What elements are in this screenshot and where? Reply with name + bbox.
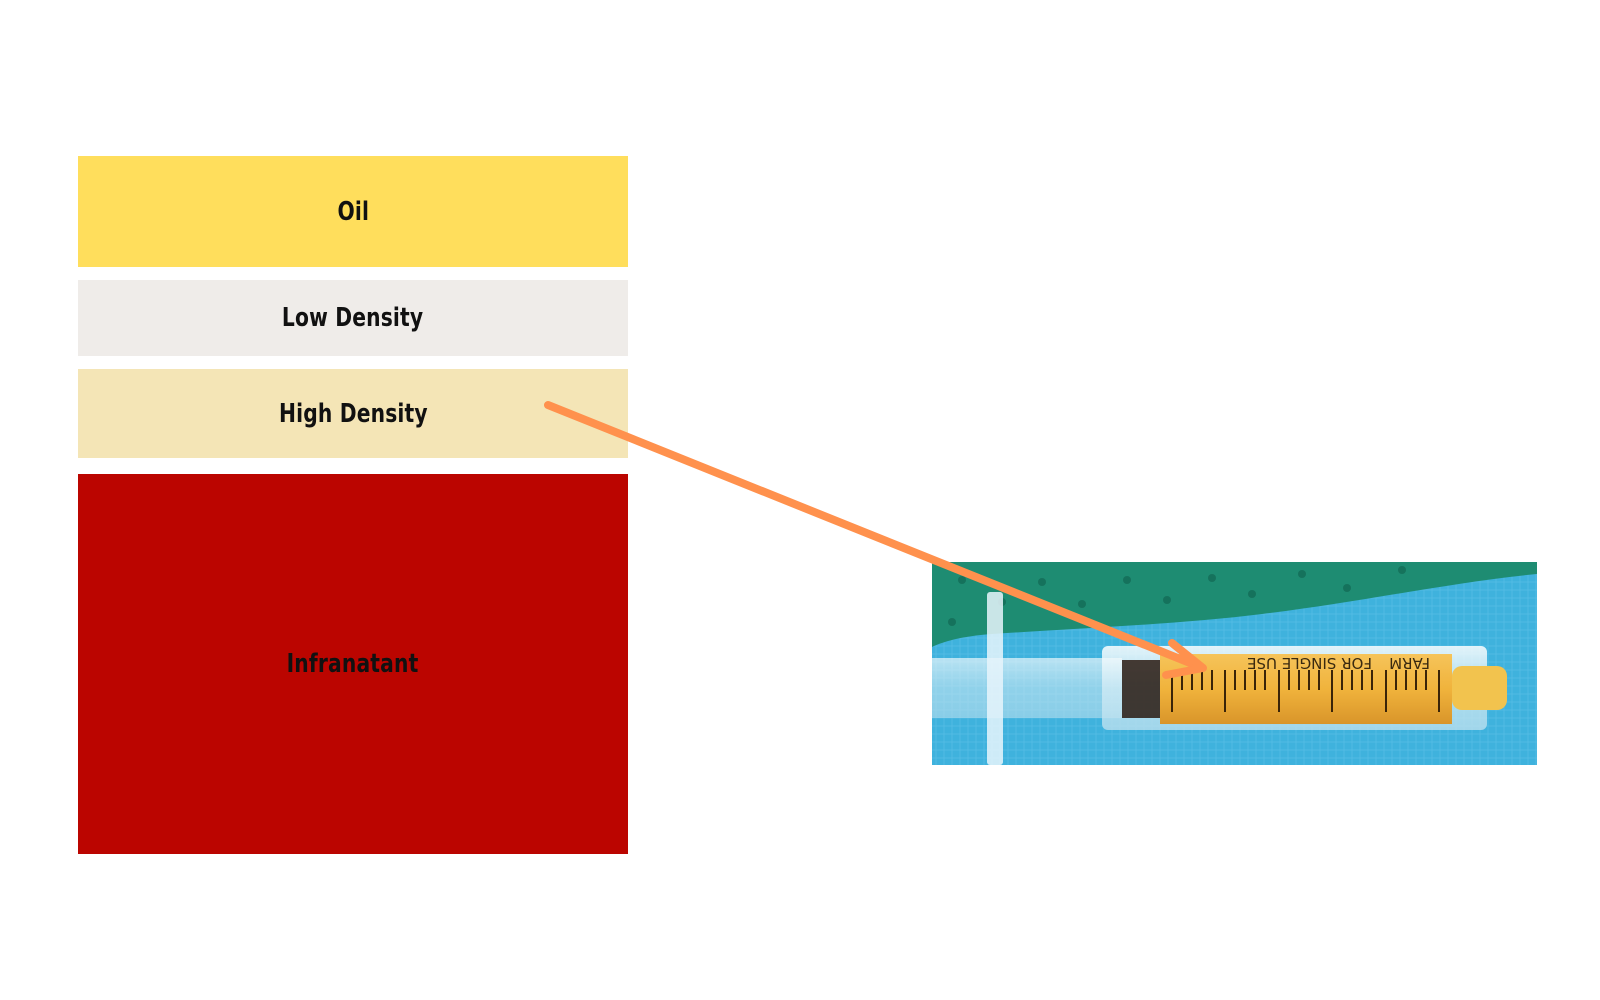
layer-label-high-density: High Density xyxy=(278,398,428,429)
syringe-illustration: FARM FOR SINGLE USE xyxy=(932,562,1537,765)
layer-oil: Oil xyxy=(78,156,628,267)
syringe-tip xyxy=(1452,666,1507,710)
syringe-print-brand: FARM xyxy=(1389,654,1430,672)
fat-fluid xyxy=(1160,654,1452,724)
plunger-stopper xyxy=(1122,660,1162,718)
layer-label-infranatant: Infranatant xyxy=(287,649,419,679)
layer-label-oil: Oil xyxy=(337,196,369,227)
syringe-photo: FARM FOR SINGLE USE xyxy=(932,562,1537,765)
plunger-flange xyxy=(987,592,1003,765)
layer-low-density: Low Density xyxy=(78,280,628,356)
layer-label-low-density: Low Density xyxy=(282,303,424,333)
syringe-print-usage: FOR SINGLE USE xyxy=(1247,654,1372,672)
layer-infranatant: Infranatant xyxy=(78,474,628,854)
syringe-plunger xyxy=(932,658,1122,718)
layer-high-density: High Density xyxy=(78,369,628,458)
